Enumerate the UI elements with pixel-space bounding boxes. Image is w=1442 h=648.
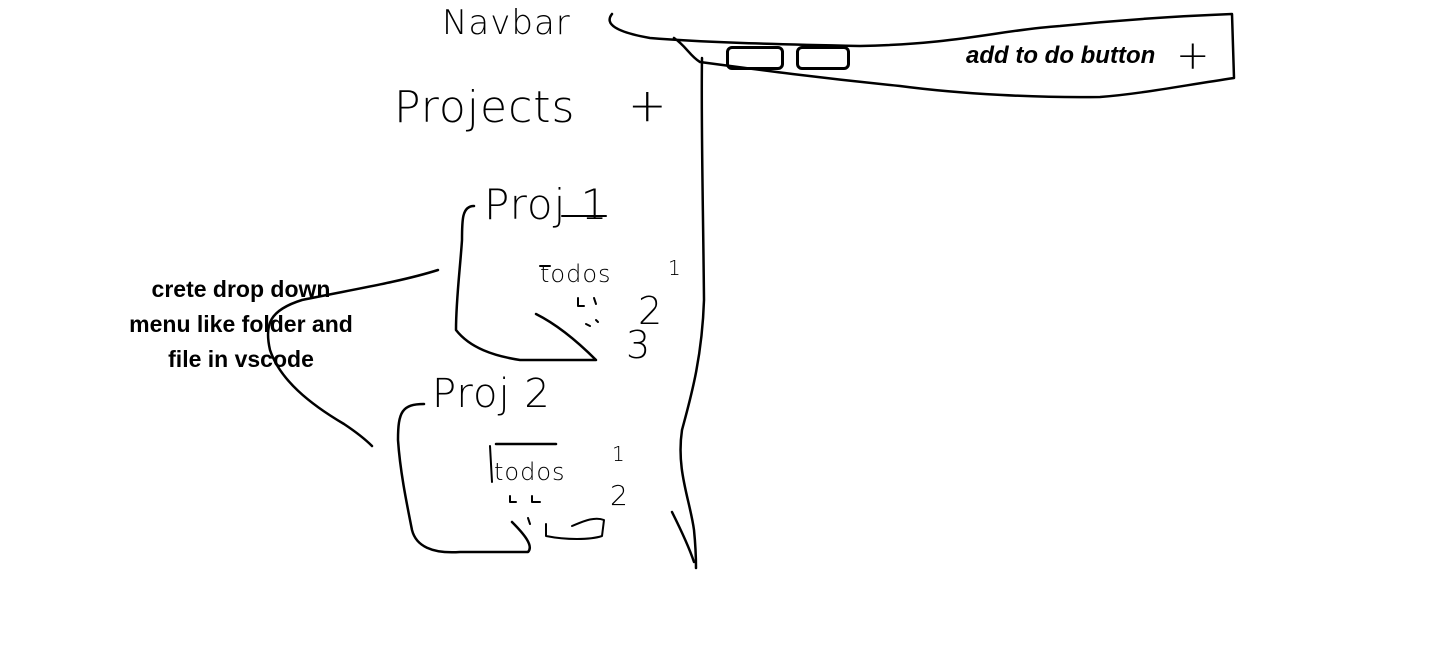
todo-item[interactable]: 3 [626,323,652,367]
navbar-pill-button[interactable] [726,46,784,70]
add-todo-label: add to do button [966,42,1156,69]
add-project-button[interactable]: + [628,82,667,128]
annotation-arrow [266,268,440,448]
proj1-todo-marker [539,265,599,327]
todo-number: 1 [668,256,682,280]
proj2-dropdown-bracket [396,402,531,554]
sidebar-divider [679,56,706,570]
add-todo-button[interactable]: + [1176,36,1210,76]
proj2-todo-marker [489,445,605,540]
todo-item[interactable]: todos [540,260,612,288]
todo-item[interactable]: 2 [638,289,664,333]
todo-item[interactable]: 2 [610,479,629,512]
projects-title: Projects [394,82,576,133]
navbar-label: Navbar [442,3,571,43]
project-item-1[interactable]: Proj 1 [484,180,609,229]
sidebar-divider-tail [670,510,696,564]
project-item-2[interactable]: Proj 2 [432,371,551,417]
plus-icon: + [1176,33,1210,79]
todo-item[interactable]: todos [494,458,566,486]
todo-number: 1 [612,442,626,466]
annotation-note: crete drop down menu like folder and fil… [129,276,353,372]
navbar-outline [608,12,1236,99]
navbar-pill-button[interactable] [796,46,850,70]
proj1-dropdown-bracket [454,204,598,362]
plus-icon: + [628,78,667,132]
